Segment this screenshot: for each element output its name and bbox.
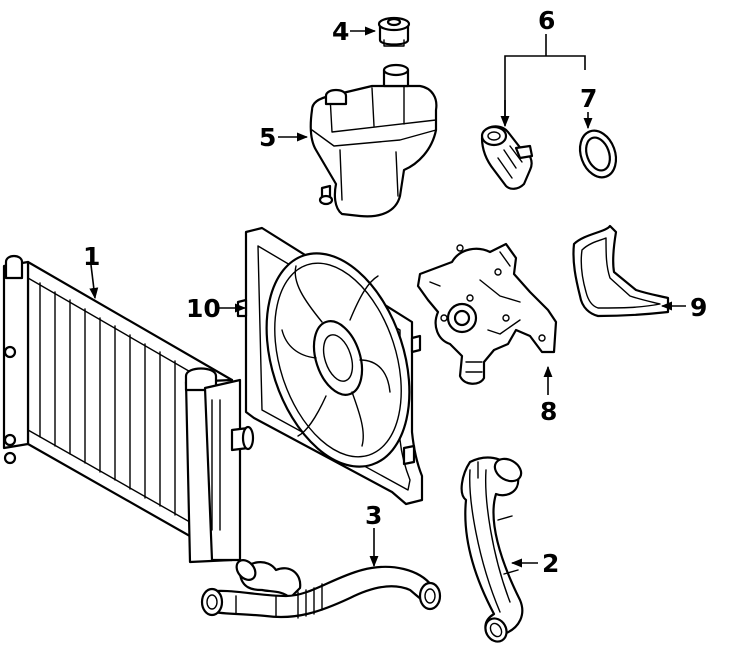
seal-ring-icon	[578, 129, 618, 179]
callout-numbers: 1 2 3 4 5 6 7 8 9 10	[83, 6, 707, 578]
callout-2: 2	[542, 549, 559, 578]
callout-1: 1	[83, 242, 100, 271]
reservoir-cap-icon	[377, 16, 411, 47]
thermostat-icon	[480, 125, 534, 190]
upper-hose-icon	[200, 559, 442, 619]
coolant-reservoir-icon	[309, 63, 438, 218]
callout-3: 3	[365, 501, 382, 530]
callout-6: 6	[538, 6, 555, 35]
water-pump-icon	[416, 242, 558, 385]
callout-10: 10	[186, 294, 221, 323]
callout-4: 4	[332, 17, 349, 46]
fan-assembly-icon	[236, 226, 424, 506]
gasket-icon	[572, 224, 670, 318]
leader-lines	[89, 26, 686, 568]
callout-7: 7	[580, 84, 597, 113]
radiator-icon	[2, 254, 255, 564]
callout-8: 8	[540, 397, 557, 426]
leader-1	[89, 264, 99, 300]
callout-9: 9	[690, 293, 707, 322]
callout-5: 5	[259, 123, 276, 152]
leader-6	[504, 55, 586, 125]
lower-hose-icon	[460, 456, 524, 643]
